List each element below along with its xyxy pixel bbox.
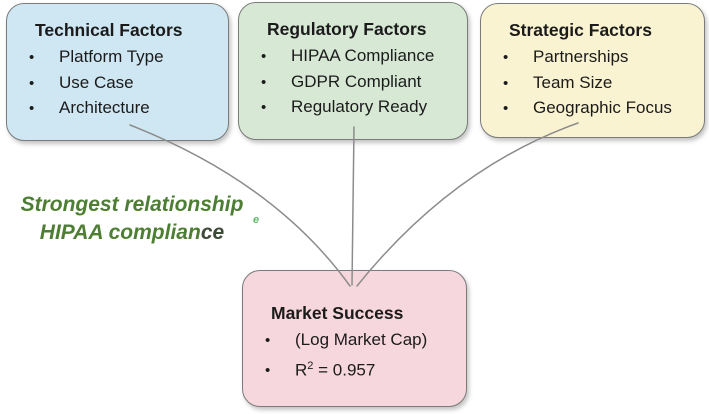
r-squared-value: R2 = 0.957 (295, 359, 376, 380)
bullet-icon: • (29, 49, 35, 66)
list-item: • Partnerships (481, 45, 704, 71)
bullet-icon: • (261, 73, 267, 91)
strategic-factors-title: Strategic Factors (509, 20, 652, 40)
connector-strategic-to-market (356, 122, 579, 287)
bullet-icon: • (261, 48, 267, 65)
list-item: • Geographic Focus (481, 96, 704, 122)
bullet-label: Regulatory Ready (291, 97, 428, 116)
strategic-factors-box: Strategic Factors • Partnerships • Team … (480, 3, 705, 138)
market-success-box: Market Success • (Log Market Cap) • R2 =… (242, 270, 467, 407)
bullet-icon: • (503, 74, 509, 92)
bullet-icon: • (29, 100, 35, 117)
bullet-icon: • (265, 362, 271, 380)
bullet-label: GDPR Compliant (291, 71, 422, 91)
bullet-label: (Log Market Cap) (295, 330, 428, 349)
connector-regulatory-to-market (351, 126, 355, 286)
list-item: • (Log Market Cap) (243, 328, 466, 354)
list-item: • R2 = 0.957 (243, 354, 466, 384)
bullet-icon: • (503, 100, 509, 117)
bullet-icon: • (261, 99, 267, 116)
list-item: • Architecture (7, 96, 228, 122)
bullet-label: Use Case (59, 72, 134, 92)
list-item: • GDPR Compliant (239, 70, 467, 96)
list-item: • Use Case (7, 71, 228, 97)
stray-letter-artifact: e (253, 214, 260, 226)
regulatory-factors-title: Regulatory Factors (267, 19, 427, 39)
annotation-line-1: Strongest relationship (20, 193, 244, 216)
list-item: • HIPAA Compliance (239, 44, 467, 70)
technical-factors-title: Technical Factors (35, 20, 183, 40)
market-success-title: Market Success (271, 303, 404, 323)
annotation-line-2: HIPAA compliance (39, 220, 225, 244)
bullet-label: Geographic Focus (533, 98, 672, 117)
bullet-icon: • (29, 74, 35, 92)
list-item: • Team Size (481, 71, 704, 97)
bullet-label: Partnerships (533, 47, 629, 66)
bullet-icon: • (265, 332, 271, 349)
technical-factors-box: Technical Factors • Platform Type • Use … (6, 3, 229, 141)
bullet-icon: • (503, 49, 509, 66)
strongest-relationship-annotation: Strongest relationship HIPAA compliance (4, 191, 260, 246)
bullet-label: Team Size (533, 72, 613, 92)
bullet-label: Architecture (59, 98, 150, 117)
bullet-label: Platform Type (59, 47, 164, 66)
regulatory-factors-box: Regulatory Factors • HIPAA Compliance • … (238, 2, 468, 140)
list-item: • Regulatory Ready (239, 95, 467, 121)
bullet-label: HIPAA Compliance (291, 46, 435, 65)
list-item: • Platform Type (7, 45, 228, 71)
